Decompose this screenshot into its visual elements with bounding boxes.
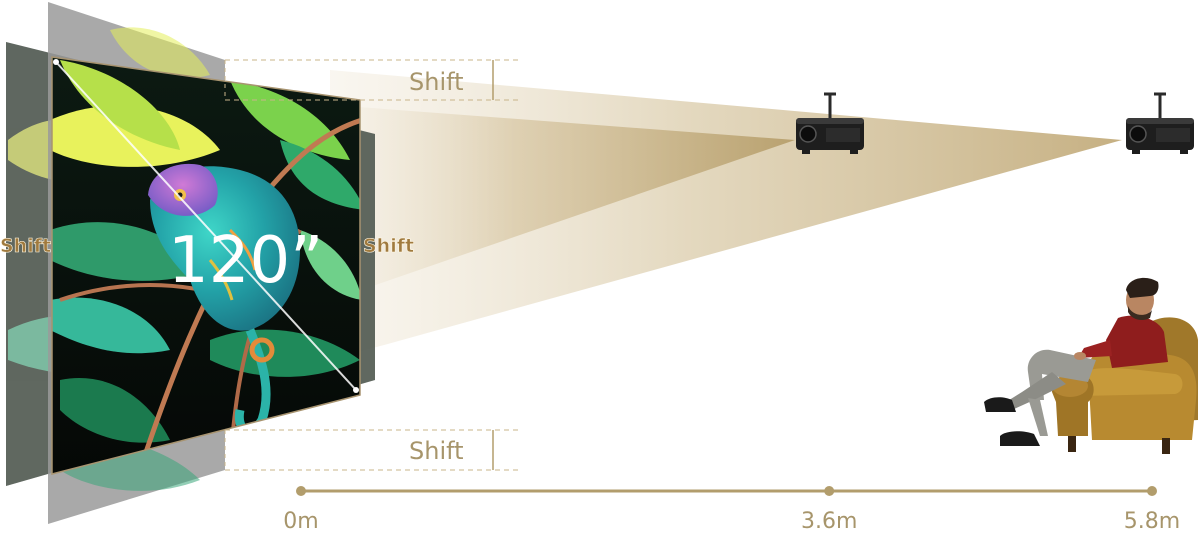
shift-right-label: Shift (363, 235, 414, 257)
projector-icon (796, 92, 864, 154)
chameleon-picture (52, 60, 360, 471)
distance-marker-dot (824, 486, 835, 496)
distance-marker-label: 3.6m (801, 509, 857, 533)
viewer-in-armchair-icon (984, 277, 1198, 454)
shift-top-label: Shift (409, 68, 464, 96)
projector-icon (1126, 92, 1194, 154)
distance-markers: 0m 3.6m 5.8m (283, 486, 1180, 533)
shift-left-label: Shift (0, 235, 51, 257)
distance-marker-dot (1147, 486, 1157, 496)
screen-diagonal (55, 61, 357, 391)
near-projector-beam (332, 105, 795, 300)
shift-bottom-label: Shift (409, 437, 464, 465)
projected-screen: 120” (51, 56, 361, 475)
top-shift-guide: Shift (224, 59, 520, 101)
distance-marker-label: 5.8m (1124, 509, 1180, 533)
distance-marker-label: 0m (283, 509, 318, 533)
screen-size-label: 120” (168, 224, 323, 298)
bottom-shift-guide: Shift (224, 429, 520, 471)
distance-marker-dot (296, 486, 306, 496)
